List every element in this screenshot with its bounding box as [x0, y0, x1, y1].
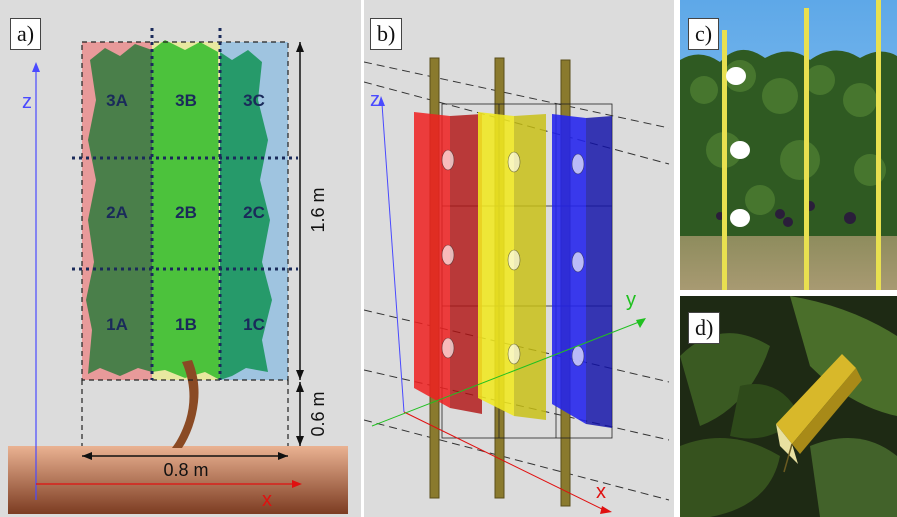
volume-yellow-face [478, 112, 514, 416]
trap-red-1 [441, 337, 455, 359]
sticky-trap-card-edge [792, 368, 862, 454]
trap-ball-bottom [730, 209, 750, 227]
z-axis-3d-label: z [370, 89, 380, 111]
3d-volumes-diagram: z x y [364, 57, 670, 514]
trap-red-2 [441, 244, 455, 266]
ground [680, 228, 897, 290]
trap-wire [783, 443, 793, 473]
canopy-scheme-diagram: 3A 3B 3C 2A 2B 2C 1A 1B 1C z x 1.6 m 0.6… [8, 28, 348, 514]
trap-ball-middle [730, 141, 750, 159]
panel-b-label: b) [370, 18, 403, 50]
trap-yellow-2 [507, 249, 521, 271]
volume-red-face [414, 112, 450, 408]
trap-pole-2 [804, 8, 809, 290]
canopy-outline [81, 41, 289, 381]
dim-label-width: 0.8 m [163, 460, 208, 480]
sticky-trap-card [776, 354, 856, 444]
vineyard-photo [680, 0, 897, 290]
trap-yellow-3 [507, 151, 521, 173]
z-axis-label: z [22, 91, 32, 113]
vine-foliage [680, 49, 897, 237]
panel-a-label: a) [10, 18, 42, 50]
y-axis-3d [371, 321, 640, 427]
guide-line-1 [364, 61, 670, 129]
cell-label-3c: 3C [243, 91, 265, 110]
dim-label-trunk-height: 0.6 m [308, 391, 328, 436]
y-axis-3d-label: y [626, 289, 636, 311]
cell-label-2a: 2A [106, 203, 128, 222]
trap-pole-3 [876, 0, 881, 290]
trap-red-3 [441, 149, 455, 171]
panel-c-label: c) [688, 18, 720, 50]
dim-arrow-right [278, 452, 288, 460]
sticky-trap-photo [680, 296, 897, 517]
foliage-left [86, 44, 152, 376]
trap-blue-2 [571, 251, 585, 273]
trap-ball-top [726, 67, 746, 85]
trap-blue-1 [571, 345, 585, 367]
soil-ground [8, 446, 348, 514]
x-axis-arrow [292, 480, 302, 488]
x-axis-3d-label: x [596, 481, 606, 503]
z-axis-arrow [32, 62, 40, 72]
vine-trunk [172, 360, 199, 448]
x-axis-3d [403, 411, 605, 511]
panel-d-sticky-trap-photo: d) [680, 296, 897, 517]
x-axis-label: x [262, 489, 272, 511]
dim-arrow-trunk-bottom [296, 436, 304, 446]
trap-blue-3 [571, 153, 585, 175]
cell-label-2c: 2C [243, 203, 265, 222]
dim-arrow-bottom [296, 370, 304, 380]
panel-d-label: d) [688, 312, 721, 344]
dim-arrow-left [82, 452, 92, 460]
guide-line-5 [364, 419, 670, 501]
trap-yellow-1 [507, 343, 521, 365]
cell-label-1a: 1A [106, 315, 128, 334]
dim-arrow-top [296, 42, 304, 52]
cell-label-3b: 3B [175, 91, 197, 110]
foliage-center [152, 40, 220, 380]
panel-c-vineyard-photo: c) [680, 0, 897, 290]
cell-label-2b: 2B [175, 203, 197, 222]
z-axis-3d-arrow [378, 96, 385, 106]
panel-a-canopy-scheme: 3A 3B 3C 2A 2B 2C 1A 1B 1C z x 1.6 m 0.6… [0, 0, 361, 517]
foliage-right [220, 50, 272, 380]
x-axis-3d-arrow [600, 506, 612, 514]
volume-red-side [450, 114, 482, 414]
volume-blue-side [586, 116, 612, 428]
volume-yellow-side [514, 114, 546, 420]
cell-label-3a: 3A [106, 91, 128, 110]
trap-pole-1 [722, 30, 727, 290]
z-axis-3d [381, 103, 405, 413]
cell-label-1b: 1B [175, 315, 197, 334]
panel-b-3d-model: z x y b) [364, 0, 674, 517]
y-axis-3d-arrow [636, 318, 646, 328]
sticky-trap-backing [776, 424, 798, 464]
cell-label-1c: 1C [243, 315, 265, 334]
dim-arrow-trunk-top [296, 382, 304, 392]
dim-label-canopy-height: 1.6 m [308, 187, 328, 232]
